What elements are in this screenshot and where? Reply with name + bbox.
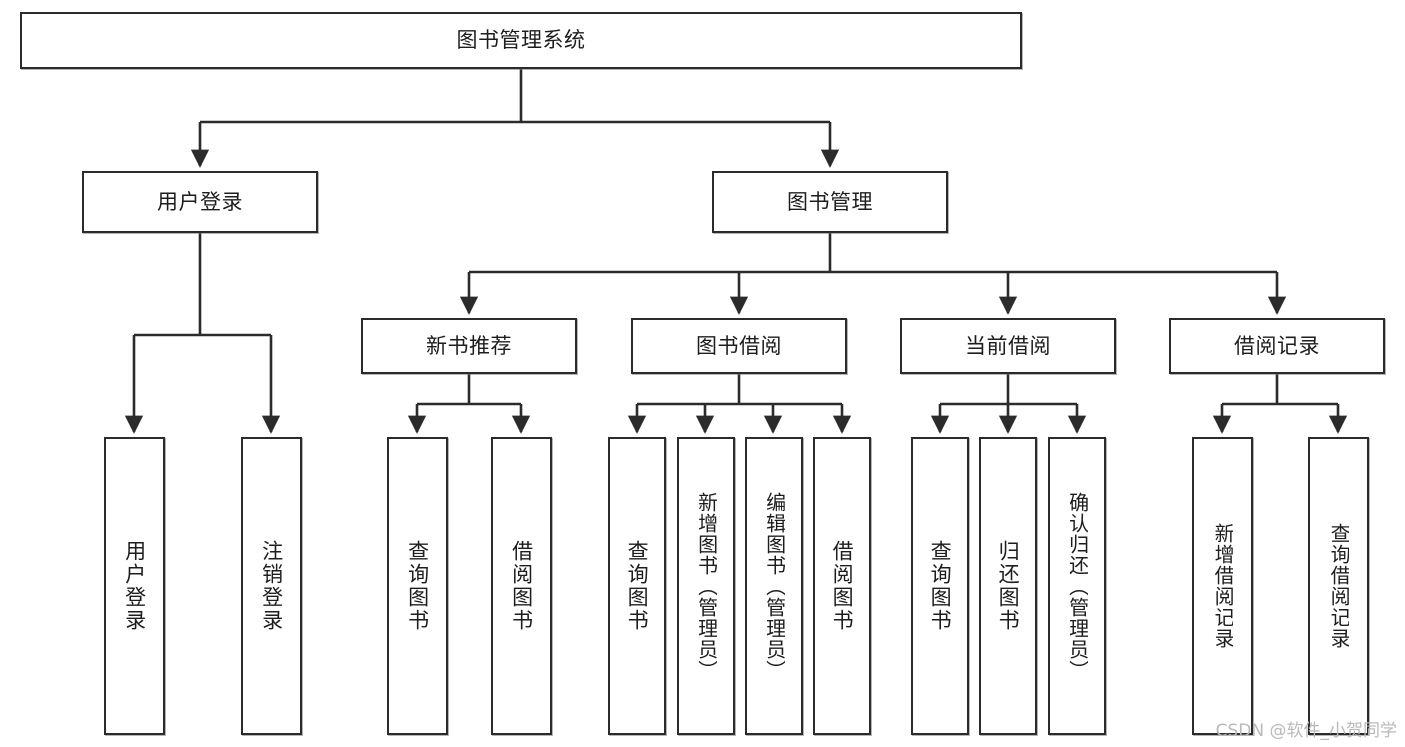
node-label: 归还图书: [996, 540, 1020, 632]
node-label: 借阅图书: [510, 540, 533, 632]
node-user-login[interactable]: 用户登录: [82, 171, 318, 233]
node-label: 确认归还（管理员）: [1066, 491, 1088, 681]
leaf-user-login-login[interactable]: 用户登录: [104, 437, 165, 735]
leaf-book-borrow-add-book-admin[interactable]: 新增图书（管理员）: [677, 437, 735, 735]
node-label: 图书借阅: [696, 333, 782, 358]
node-book-borrow[interactable]: 图书借阅: [631, 318, 847, 374]
node-label: 编辑图书（管理员）: [763, 491, 785, 681]
leaf-user-login-logout[interactable]: 注销登录: [241, 437, 302, 735]
leaf-borrow-record-add-record[interactable]: 新增借阅记录: [1192, 437, 1253, 735]
node-book-management[interactable]: 图书管理: [712, 171, 948, 233]
node-label: 新增图书（管理员）: [695, 491, 717, 681]
leaf-current-borrow-query-books[interactable]: 查询图书: [911, 437, 969, 735]
node-label: 图书管理系统: [456, 28, 586, 53]
node-label: 用户登录: [123, 540, 146, 632]
node-root-book-management-system[interactable]: 图书管理系统: [20, 12, 1022, 69]
leaf-current-borrow-confirm-return-admin[interactable]: 确认归还（管理员）: [1048, 437, 1106, 735]
leaf-current-borrow-return-books[interactable]: 归还图书: [979, 437, 1037, 735]
csdn-watermark: CSDN @软件_小贺同学: [1215, 721, 1397, 741]
leaf-new-book-query-books[interactable]: 查询图书: [387, 437, 448, 735]
node-label: 查询借阅记录: [1327, 523, 1350, 649]
node-label: 查询图书: [406, 540, 429, 632]
node-label: 新书推荐: [426, 333, 512, 358]
node-borrow-record[interactable]: 借阅记录: [1169, 318, 1385, 374]
node-new-book-recommend[interactable]: 新书推荐: [361, 318, 577, 374]
leaf-book-borrow-query-books[interactable]: 查询图书: [608, 437, 666, 735]
leaf-borrow-record-query-record[interactable]: 查询借阅记录: [1308, 437, 1369, 735]
node-label: 查询图书: [928, 540, 952, 632]
node-label: 图书管理: [787, 189, 873, 214]
leaf-new-book-borrow-books[interactable]: 借阅图书: [491, 437, 552, 735]
node-current-borrow[interactable]: 当前借阅: [900, 318, 1116, 374]
leaf-book-borrow-edit-book-admin[interactable]: 编辑图书（管理员）: [745, 437, 803, 735]
node-label: 用户登录: [157, 189, 243, 214]
node-label: 注销登录: [260, 540, 283, 632]
node-label: 新增借阅记录: [1211, 523, 1234, 649]
node-label: 查询图书: [625, 540, 649, 632]
node-label: 借阅图书: [830, 540, 854, 632]
leaf-book-borrow-borrow-books[interactable]: 借阅图书: [813, 437, 871, 735]
node-label: 当前借阅: [965, 333, 1051, 358]
node-label: 借阅记录: [1234, 333, 1320, 358]
